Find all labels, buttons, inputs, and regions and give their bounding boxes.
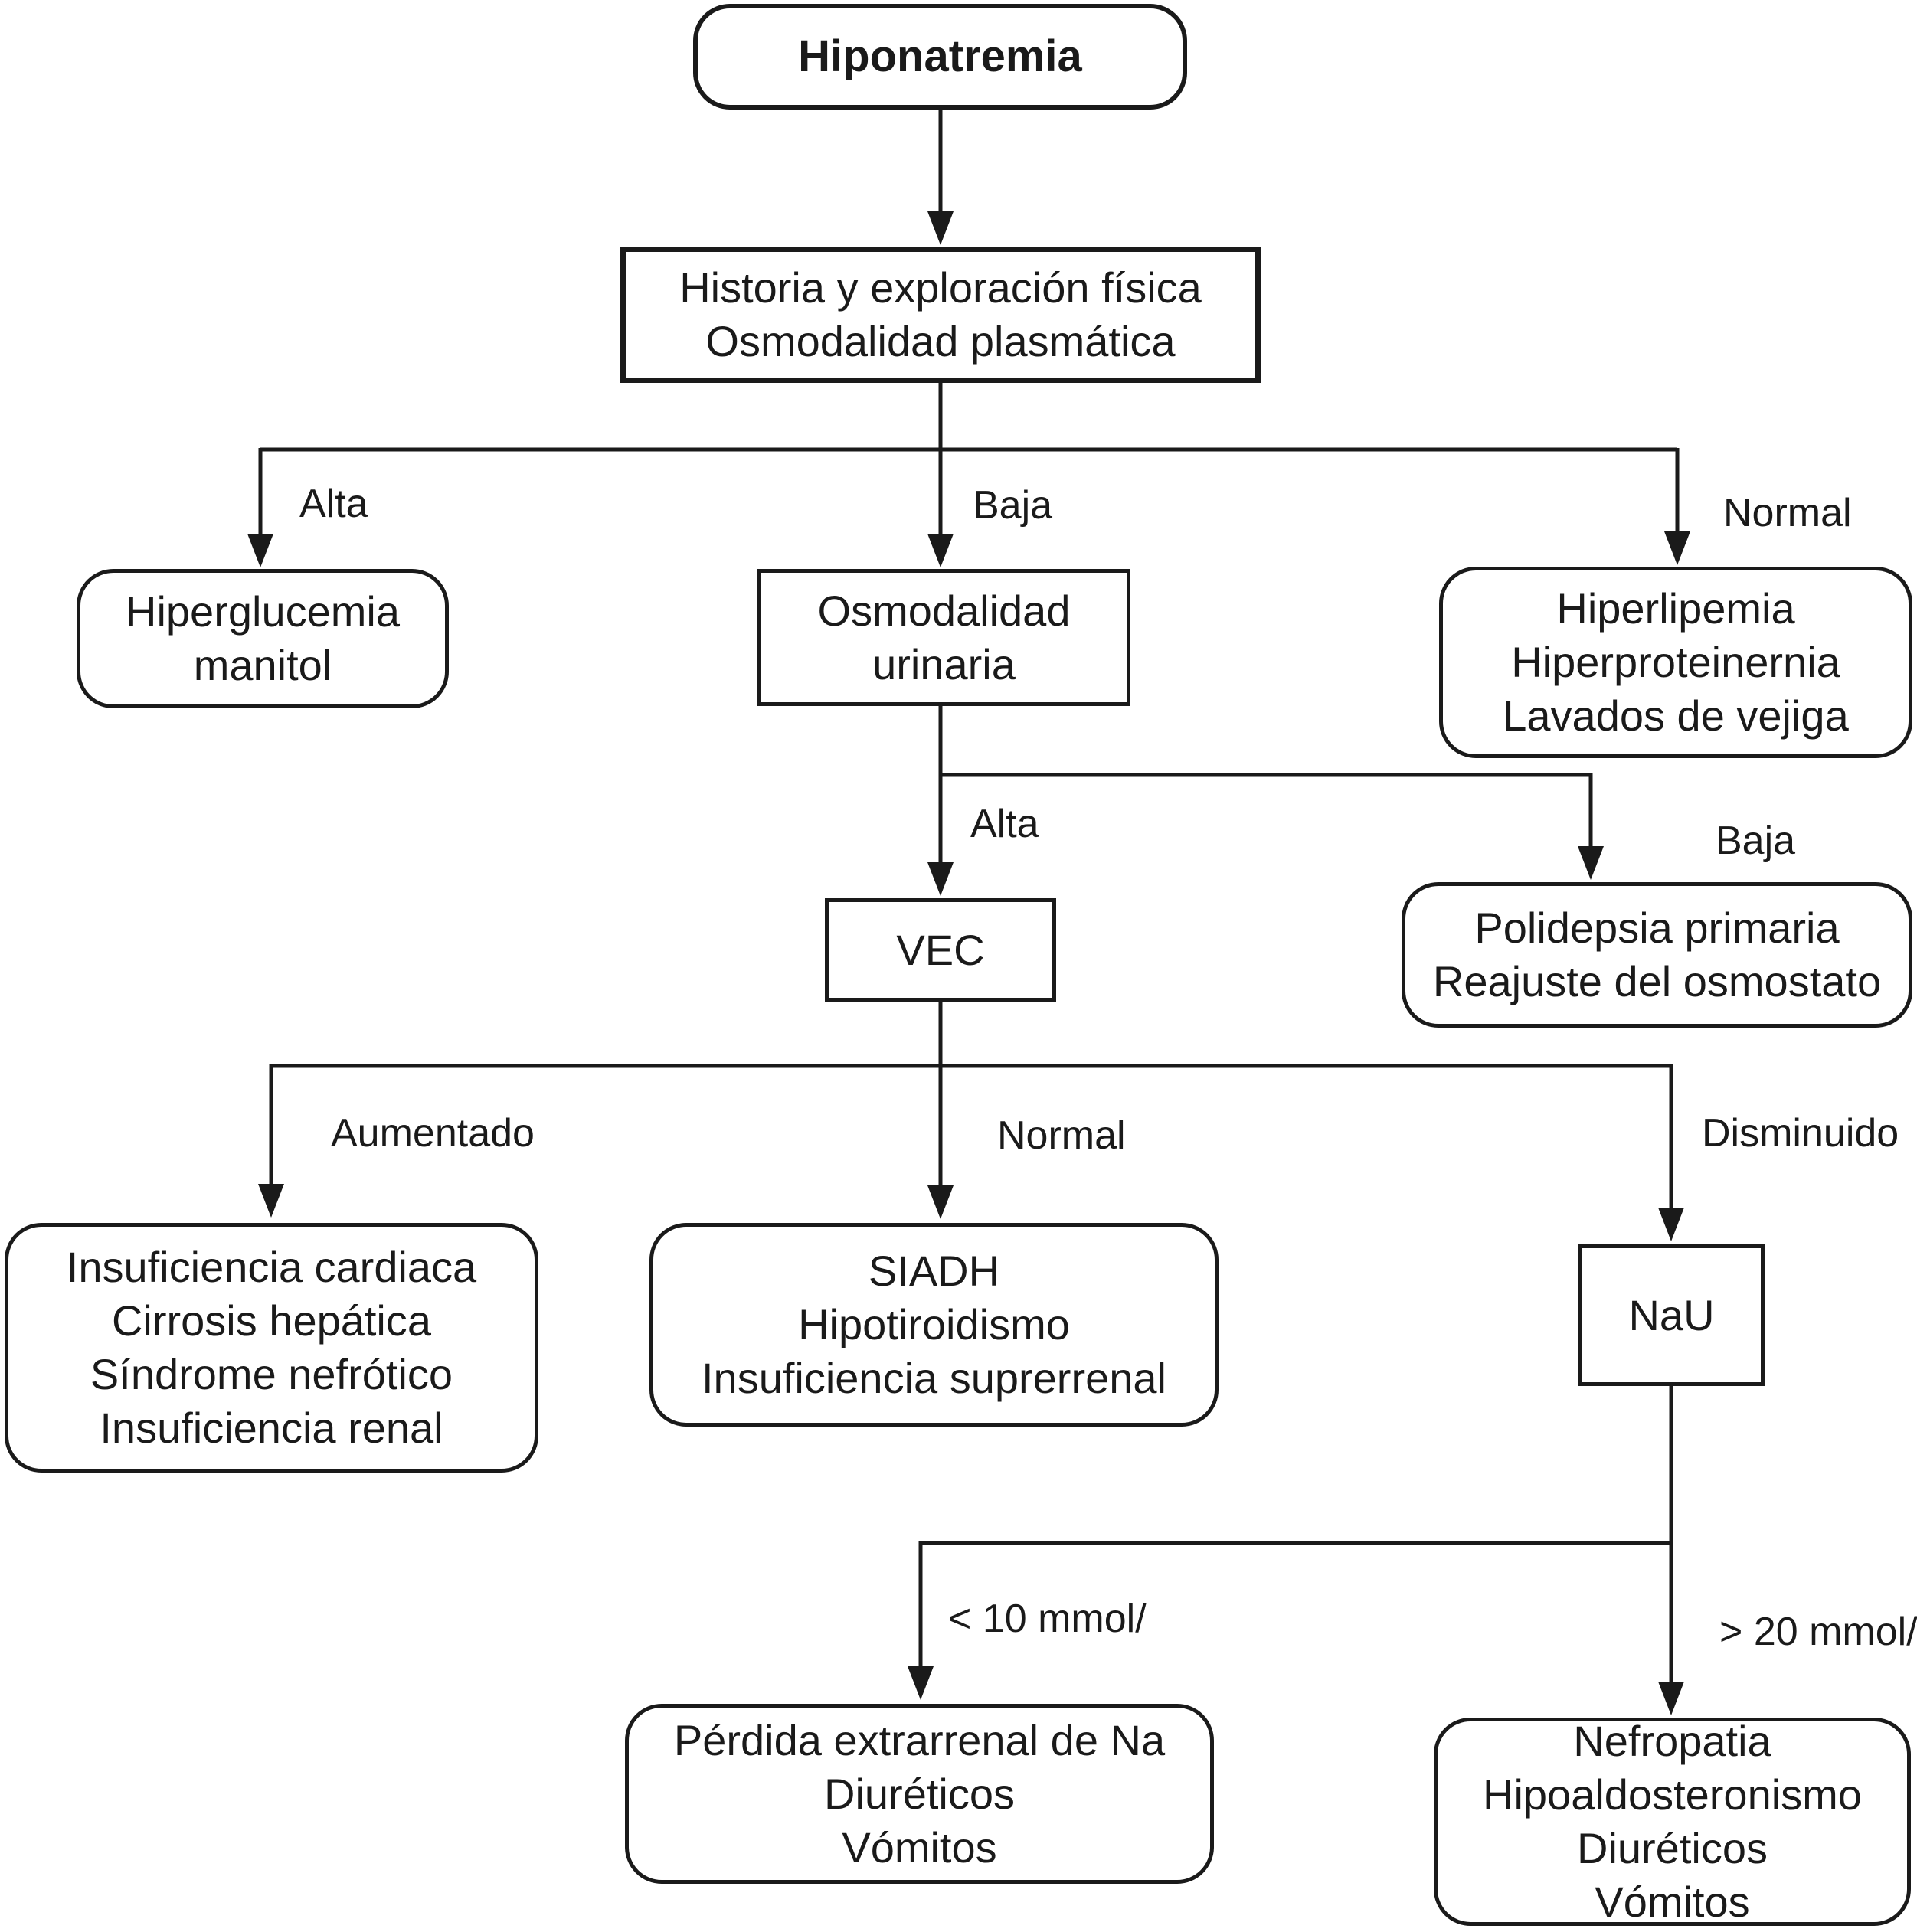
node-hiperglucemia: Hiperglucemia manitol [77, 569, 449, 708]
node-perdida-extrarrenal: Pérdida extrarrenal de Na Diuréticos Vóm… [625, 1704, 1214, 1884]
arrowhead-down-icon [258, 1184, 284, 1218]
arrowhead-down-icon [927, 862, 954, 896]
node-vec: VEC [825, 898, 1056, 1002]
node-polidepsia: Polidepsia primaria Reajuste del osmosta… [1402, 882, 1912, 1028]
arrowhead-down-icon [1578, 846, 1604, 880]
arrowhead-down-icon [1658, 1682, 1684, 1715]
arrowhead-down-icon [927, 1185, 954, 1219]
edge-label-nau-lt10: < 10 mmol/ [948, 1597, 1147, 1641]
arrowhead-down-icon [247, 534, 273, 567]
edge-label-nau-gt20: > 20 mmol/ [1719, 1610, 1917, 1654]
node-historia-osmodalidad: Historia y exploración física Osmodalida… [620, 247, 1261, 383]
edge-label-vec-normal: Normal [997, 1113, 1126, 1158]
node-hiponatremia: Hiponatremia [693, 4, 1187, 110]
edge-label-plasmatica-normal: Normal [1723, 491, 1852, 535]
edge-label-vec-aumentado: Aumentado [331, 1111, 535, 1156]
node-nau: NaU [1578, 1244, 1765, 1386]
arrowhead-down-icon [1664, 531, 1690, 565]
edge-label-plasmatica-baja: Baja [973, 483, 1053, 528]
node-insuficiencia: Insuficiencia cardiaca Cirrosis hepática… [5, 1223, 538, 1473]
connector-root-to-historia [927, 110, 954, 245]
node-nefropatia: Nefropatia Hipoaldosteronismo Diuréticos… [1434, 1717, 1911, 1926]
arrowhead-down-icon [927, 534, 954, 567]
edge-label-urinaria-alta: Alta [970, 802, 1039, 846]
edge-label-plasmatica-alta: Alta [299, 482, 368, 526]
arrowhead-down-icon [908, 1666, 934, 1700]
arrowhead-down-icon [1658, 1208, 1684, 1241]
connector-historia-branch-rail [247, 383, 1690, 567]
connector-nau-branch-rail [908, 1386, 1684, 1715]
node-siadh: SIADH Hipotiroidismo Insuficiencia supre… [649, 1223, 1219, 1427]
node-hiperlipemia: Hiperlipemia Hiperproteinernia Lavados d… [1439, 567, 1912, 758]
arrowhead-down-icon [927, 211, 954, 245]
edge-label-urinaria-baja: Baja [1716, 819, 1796, 863]
node-osmodalidad-urinaria: Osmodalidad urinaria [757, 569, 1130, 706]
edge-label-vec-disminuido: Disminuido [1702, 1111, 1899, 1156]
